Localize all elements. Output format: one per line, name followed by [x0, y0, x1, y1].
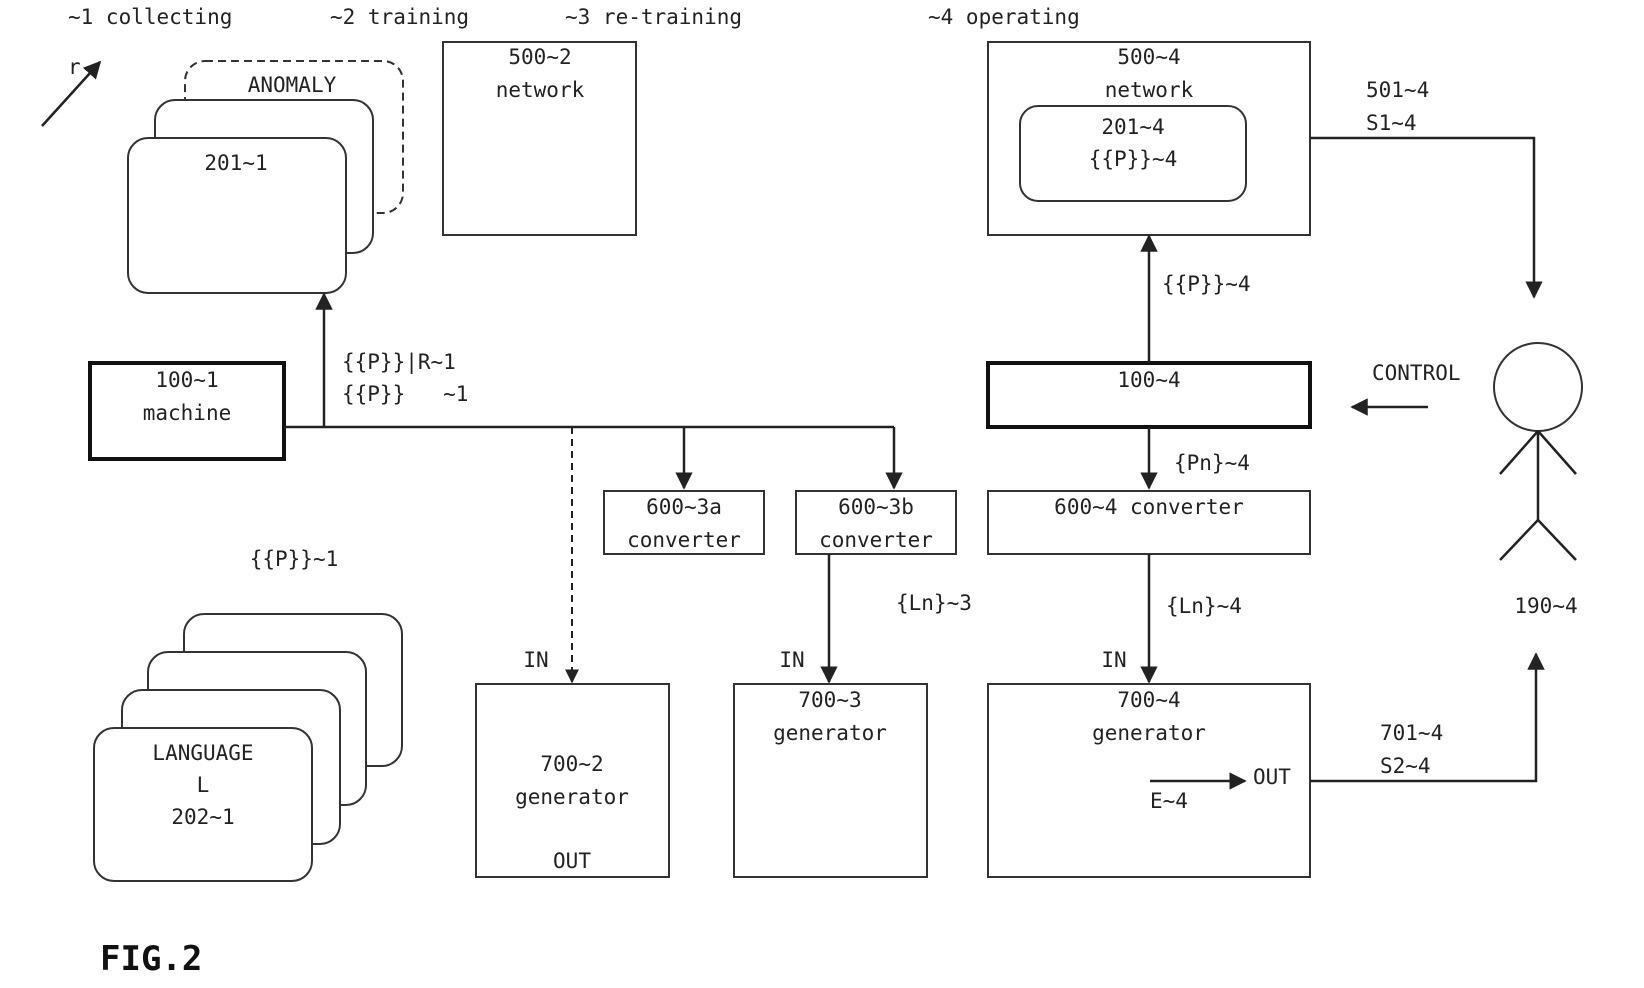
- network-500-4-inner-id: 201~4: [1101, 115, 1164, 139]
- gen-700-3-in: IN: [779, 648, 804, 672]
- operator-figure: [1494, 343, 1582, 560]
- converter-600-3b-id: 600~3b: [838, 495, 914, 519]
- converter-600-3b-name: converter: [819, 528, 933, 552]
- gen-700-3-id: 700~3: [798, 688, 861, 712]
- gen-700-2-in: IN: [523, 648, 548, 672]
- converter-600-4-label: 600~4 converter: [1054, 495, 1244, 519]
- machine-100-4-id: 100~4: [1117, 368, 1180, 392]
- generator-700-3: [734, 684, 927, 877]
- r-label: r: [68, 55, 81, 79]
- converter-600-3a-name: converter: [627, 528, 741, 552]
- gen-700-2-out: OUT: [553, 849, 591, 873]
- network-500-4-id: 500~4: [1117, 45, 1180, 69]
- phase-collecting: ~1 collecting: [68, 5, 232, 29]
- s1-arrow: [1310, 138, 1534, 297]
- machine-100-1-name: machine: [143, 401, 232, 425]
- signal-s2-4: S2~4: [1380, 754, 1431, 778]
- converter-600-3a-id: 600~3a: [646, 495, 722, 519]
- gen-700-2-name: generator: [515, 785, 629, 809]
- network-500-2-name: network: [496, 78, 585, 102]
- gen-700-3-name: generator: [773, 721, 887, 745]
- operator-id: 190~4: [1514, 594, 1577, 618]
- language-id: 202~1: [171, 805, 234, 829]
- language-symbol: L: [197, 773, 210, 797]
- figure-label: FIG.2: [100, 939, 202, 979]
- ln-3-label: {Ln}~3: [896, 591, 972, 615]
- pn-4-label: {Pn}~4: [1174, 451, 1250, 475]
- anomaly-label: ANOMALY: [248, 73, 337, 97]
- network-500-2-id: 500~2: [508, 45, 571, 69]
- p-4-label: {{P}}~4: [1162, 272, 1251, 296]
- signal-501-4: 501~4: [1366, 78, 1429, 102]
- e-4-label: E~4: [1150, 789, 1188, 813]
- gen-700-4-id: 700~4: [1117, 688, 1180, 712]
- p-1-label: {{P}} ~1: [342, 382, 468, 406]
- signal-701-4: 701~4: [1380, 721, 1443, 745]
- ln-4-label: {Ln}~4: [1166, 594, 1242, 618]
- gen-700-4-in: IN: [1101, 648, 1126, 672]
- phase-retraining: ~3 re-training: [565, 5, 742, 29]
- gen-700-4-name: generator: [1092, 721, 1206, 745]
- p-r-1-label: {{P}}|R~1: [342, 350, 456, 375]
- gen-700-2-id: 700~2: [540, 752, 603, 776]
- network-500-2: [443, 42, 636, 235]
- phase-operating: ~4 operating: [928, 5, 1080, 29]
- data-201-1-label: 201~1: [204, 151, 267, 175]
- signal-s1-4: S1~4: [1366, 111, 1417, 135]
- p-1-lower-label: {{P}}~1: [250, 547, 339, 571]
- gen-700-4-out: OUT: [1253, 765, 1291, 789]
- phase-training: ~2 training: [330, 5, 469, 29]
- language-title: LANGUAGE: [152, 741, 253, 765]
- network-500-4-name: network: [1105, 78, 1194, 102]
- control-label: CONTROL: [1372, 361, 1461, 385]
- network-500-4-inner-p: {{P}}~4: [1089, 147, 1178, 171]
- machine-100-1-id: 100~1: [155, 368, 218, 392]
